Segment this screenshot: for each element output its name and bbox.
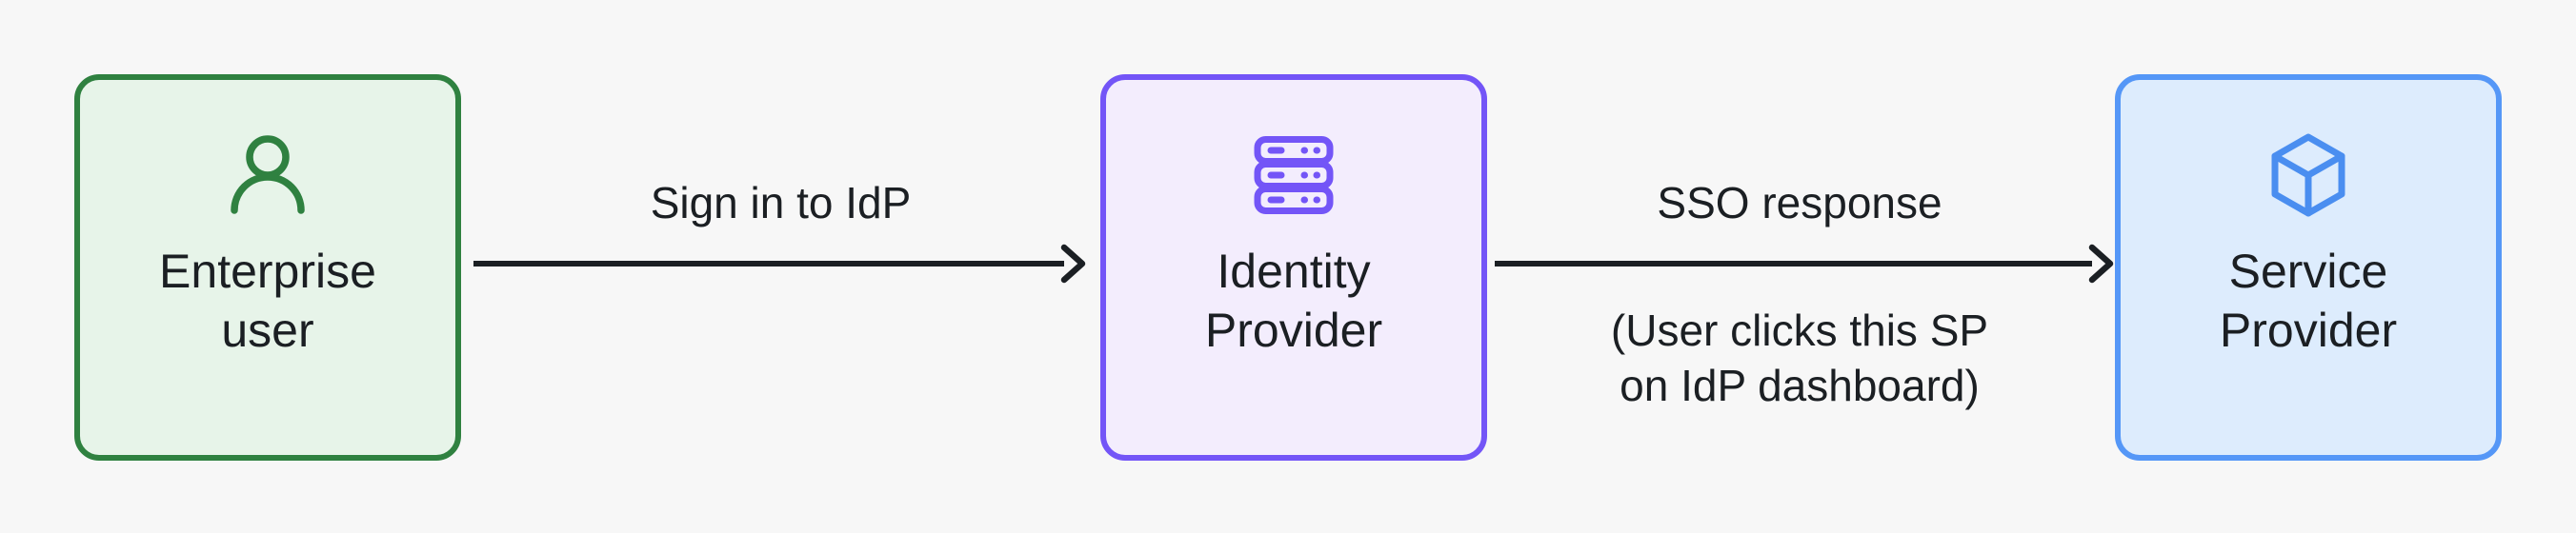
arrow-head-icon — [1045, 243, 1087, 285]
node-identity-provider: Identity Provider — [1100, 74, 1487, 461]
arrow-head-icon — [2073, 243, 2115, 285]
edge-label-sso-response: SSO response — [1657, 178, 1942, 227]
edge-label-sign-in-to-idp: Sign in to IdP — [650, 178, 912, 227]
user-icon — [224, 131, 312, 219]
arrow-line — [1495, 261, 2092, 266]
node-label-service-provider: Service Provider — [2219, 245, 2398, 357]
edge-idp-to-sp: SSO response (User clicks this SP on IdP… — [1484, 0, 2115, 533]
cube-icon — [2264, 131, 2352, 219]
server-icon — [1250, 131, 1338, 219]
arrow-line — [473, 261, 1064, 266]
edge-note-user-clicks-sp: (User clicks this SP on IdP dashboard) — [1610, 306, 1989, 410]
node-enterprise-user: Enterprise user — [74, 74, 461, 461]
node-label-identity-provider: Identity Provider — [1204, 245, 1383, 357]
node-label-enterprise-user: Enterprise user — [159, 245, 376, 357]
edge-user-to-idp: Sign in to IdP — [461, 0, 1100, 533]
node-service-provider: Service Provider — [2115, 74, 2502, 461]
